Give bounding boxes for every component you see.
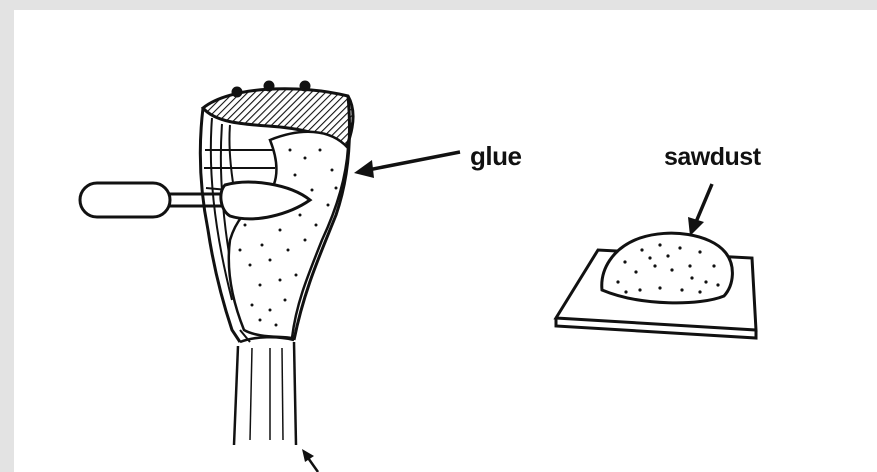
applicator-handle <box>80 183 170 217</box>
glue-filled-region <box>229 132 348 338</box>
brush-handle <box>234 330 296 445</box>
applicator-tool <box>80 182 310 219</box>
pointer-arrow <box>302 449 318 472</box>
sawdust-arrow <box>688 184 712 236</box>
sawdust-pile <box>602 233 733 303</box>
sawdust-label: sawdust <box>664 143 761 172</box>
glue-label: glue <box>470 141 521 172</box>
glue-arrow <box>354 152 460 178</box>
